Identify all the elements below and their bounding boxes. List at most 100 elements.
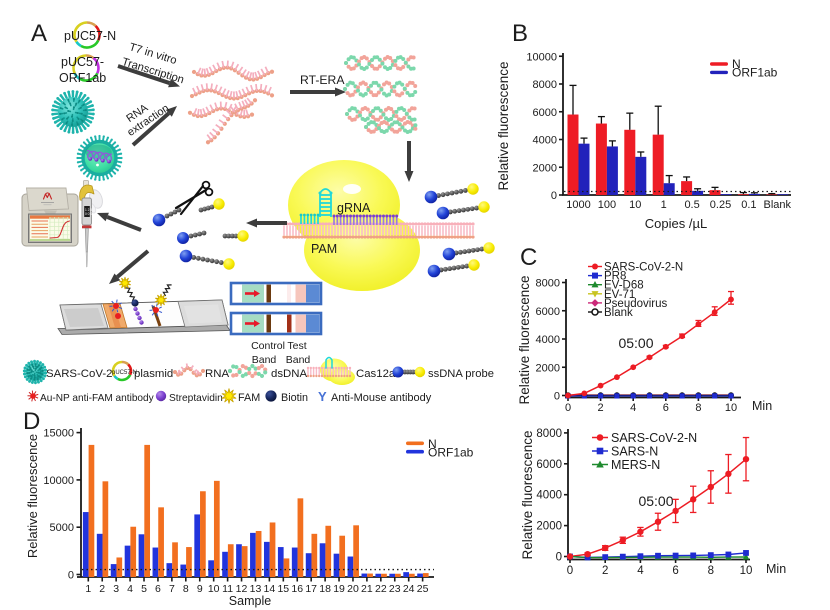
svg-text:Au-NP anti-FAM antibody: Au-NP anti-FAM antibody [40, 393, 155, 404]
svg-text:4: 4 [127, 583, 133, 595]
svg-text:4000: 4000 [533, 135, 557, 147]
svg-text:dsDNA: dsDNA [271, 368, 307, 380]
svg-text:5000: 5000 [50, 522, 74, 534]
svg-text:Blank: Blank [604, 307, 633, 319]
svg-text:Relative fluorescence: Relative fluorescence [496, 61, 511, 190]
svg-text:Sample: Sample [229, 594, 271, 608]
svg-text:0: 0 [68, 570, 74, 582]
svg-text:Blank: Blank [764, 199, 792, 211]
svg-text:4: 4 [637, 565, 644, 577]
svg-text:05:00: 05:00 [618, 335, 653, 351]
svg-text:7: 7 [169, 583, 175, 595]
svg-text:21: 21 [361, 583, 373, 595]
svg-text:8000: 8000 [536, 428, 562, 440]
svg-text:12: 12 [236, 583, 248, 595]
svg-text:0: 0 [567, 565, 573, 577]
svg-text:SARS-N: SARS-N [611, 445, 658, 459]
svg-text:plasmid: plasmid [134, 368, 173, 380]
svg-text:EV-D68: EV-D68 [604, 280, 644, 292]
svg-text:0: 0 [556, 552, 562, 564]
svg-text:10: 10 [725, 402, 737, 414]
svg-text:2: 2 [598, 402, 604, 414]
svg-text:pUC57-: pUC57- [61, 55, 104, 69]
svg-text:4000: 4000 [536, 334, 560, 346]
svg-text:100: 100 [598, 199, 616, 211]
svg-text:1000: 1000 [566, 199, 590, 211]
svg-text:6000: 6000 [533, 107, 557, 119]
svg-text:9: 9 [197, 583, 203, 595]
svg-text:ORF1ab: ORF1ab [59, 71, 106, 85]
svg-text:2000: 2000 [536, 362, 560, 374]
svg-text:Pseudovirus: Pseudovirus [604, 298, 668, 310]
svg-text:6: 6 [663, 402, 669, 414]
svg-text:Test: Test [287, 340, 306, 352]
svg-text:PR8: PR8 [604, 271, 626, 283]
svg-text:B: B [512, 20, 528, 47]
svg-text:11: 11 [222, 583, 233, 595]
svg-text:0.5: 0.5 [684, 199, 699, 211]
svg-text:ORF1ab: ORF1ab [428, 446, 474, 460]
svg-text:Streptavidin: Streptavidin [169, 393, 223, 404]
svg-text:RNA: RNA [205, 368, 229, 380]
svg-text:14: 14 [264, 583, 276, 595]
svg-text:Min: Min [752, 399, 772, 413]
svg-text:8000: 8000 [536, 278, 560, 290]
svg-text:D: D [23, 408, 40, 435]
svg-text:10000: 10000 [526, 51, 557, 63]
svg-text:PAM: PAM [311, 242, 337, 256]
svg-text:25: 25 [417, 583, 429, 595]
svg-text:6000: 6000 [536, 306, 560, 318]
svg-text:13: 13 [250, 583, 262, 595]
svg-text:10: 10 [629, 199, 641, 211]
svg-text:20: 20 [347, 583, 359, 595]
svg-text:Relative fluorescence: Relative fluorescence [517, 275, 532, 404]
svg-text:0.25: 0.25 [710, 199, 731, 211]
svg-text:3: 3 [113, 583, 119, 595]
svg-text:10: 10 [740, 565, 753, 577]
svg-text:6: 6 [672, 565, 678, 577]
svg-text:8: 8 [708, 565, 714, 577]
svg-text:SARS-CoV-2-N: SARS-CoV-2-N [604, 262, 683, 274]
svg-text:05:00: 05:00 [638, 493, 673, 509]
svg-text:EV-71: EV-71 [604, 289, 635, 301]
svg-text:0.1: 0.1 [741, 199, 756, 211]
svg-text:Copies /µL: Copies /µL [645, 216, 707, 231]
svg-text:15000: 15000 [43, 428, 74, 440]
svg-text:8: 8 [695, 402, 701, 414]
svg-text:C: C [520, 244, 537, 271]
svg-text:0: 0 [551, 190, 557, 202]
svg-text:0 0 0: 0 0 0 [85, 212, 92, 216]
svg-text:N: N [428, 437, 437, 451]
svg-text:Relative fluorescence: Relative fluorescence [25, 434, 40, 558]
svg-text:ssDNA probe: ssDNA probe [428, 368, 494, 380]
svg-text:23: 23 [389, 583, 401, 595]
svg-text:18: 18 [319, 583, 331, 595]
svg-text:5: 5 [141, 583, 147, 595]
svg-text:pUC57-N: pUC57-N [64, 29, 116, 43]
svg-text:1: 1 [661, 199, 667, 211]
svg-text:gRNA: gRNA [337, 201, 371, 215]
svg-text:Min: Min [766, 562, 786, 576]
svg-text:6: 6 [155, 583, 161, 595]
svg-text:4000: 4000 [536, 490, 562, 502]
svg-text:SARS-CoV-2-N: SARS-CoV-2-N [611, 431, 697, 445]
svg-text:RT-ERA: RT-ERA [300, 73, 345, 87]
svg-text:0: 0 [565, 402, 571, 414]
svg-text:ORF1ab: ORF1ab [732, 66, 778, 80]
svg-text:SARS-CoV-2: SARS-CoV-2 [46, 368, 112, 380]
svg-text:6000: 6000 [536, 459, 562, 471]
svg-text:4: 4 [630, 402, 636, 414]
svg-text:16: 16 [291, 583, 303, 595]
svg-text:pUC57-N: pUC57-N [112, 370, 137, 376]
svg-text:15: 15 [277, 583, 289, 595]
svg-text:17: 17 [305, 583, 317, 595]
svg-text:0: 0 [554, 391, 560, 403]
svg-text:1 2 5: 1 2 5 [85, 208, 92, 212]
svg-text:Control: Control [251, 340, 285, 352]
svg-text:2000: 2000 [536, 521, 562, 533]
svg-text:Band: Band [286, 354, 311, 366]
svg-text:Anti-Mouse antibody: Anti-Mouse antibody [331, 392, 432, 404]
svg-text:Y: Y [318, 389, 327, 404]
svg-text:10: 10 [208, 583, 220, 595]
svg-text:24: 24 [403, 583, 415, 595]
